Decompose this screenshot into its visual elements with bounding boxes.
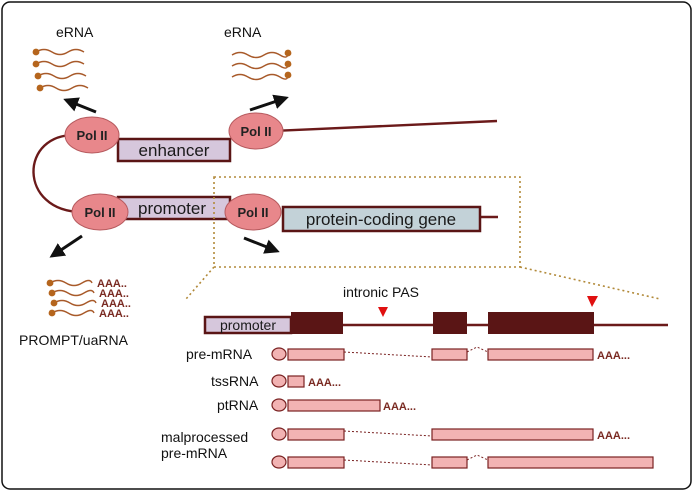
- exon-1: [291, 312, 343, 334]
- prompt-polya-4: AAA..: [99, 308, 129, 320]
- row-label-tssrna: tssRNA: [211, 373, 259, 389]
- arrow-erna-right: [249, 94, 289, 112]
- prompt-polya-3: AAA..: [101, 298, 131, 310]
- prompt-uarna-label: PROMPT/uaRNA: [19, 332, 129, 348]
- pol-ii-promoter-left-label: Pol II: [84, 205, 115, 220]
- pol-ii-enhancer-left: [64, 116, 120, 154]
- arrow-sense: [243, 236, 280, 254]
- prompt-cluster: AAA.. AAA.. AAA.. AAA.. PROMPT/uaRNA: [19, 278, 131, 348]
- protein-coding-gene-box: [281, 205, 482, 233]
- zoom-line-left: [185, 266, 215, 300]
- gene-model-promoter-label: promoter: [220, 317, 276, 333]
- row-label-malprocessed-2: pre-mRNA: [161, 445, 228, 461]
- erna-left-group: eRNA: [32, 24, 97, 114]
- arrow-prompt: [49, 234, 83, 258]
- arrow-erna-left: [63, 97, 97, 114]
- polya-malprocessed: AAA...: [597, 430, 630, 442]
- prompt-polya-2: AAA..: [99, 288, 129, 300]
- erna-right-group: eRNA: [224, 24, 292, 112]
- pol-ii-promoter-left: [71, 193, 129, 231]
- polya-ptrna: AAA...: [383, 401, 416, 413]
- dna-loop: [32, 133, 83, 214]
- intronic-pas-label: intronic PAS: [343, 284, 419, 300]
- erna-left-label: eRNA: [56, 24, 94, 40]
- exon-2: [433, 312, 467, 334]
- promoter-label: promoter: [138, 199, 206, 218]
- transcript-tssrna: [271, 374, 305, 388]
- outer-frame: [1, 1, 692, 490]
- enhancer-box: [116, 137, 232, 163]
- pol-ii-promoter-right-label: Pol II: [237, 205, 268, 220]
- pas-marker-intronic: [378, 307, 388, 317]
- prompt-polya-1: AAA..: [97, 278, 127, 290]
- dna-upper-strand: [249, 119, 498, 134]
- transcript-ptrna: [271, 398, 381, 412]
- pol-ii-promoter-right: [224, 193, 282, 231]
- pol-ii-enhancer-right-label: Pol II: [240, 124, 271, 139]
- zoom-line-right: [519, 266, 661, 300]
- row-label-ptrna: ptRNA: [217, 397, 259, 413]
- pas-marker-terminal: [587, 296, 598, 307]
- protein-coding-gene-label: protein-coding gene: [306, 210, 456, 229]
- exon-3: [488, 312, 594, 334]
- polya-pre-mrna: AAA...: [597, 350, 630, 362]
- row-label-malprocessed: malprocessed: [161, 429, 248, 445]
- pol-ii-enhancer-right: [228, 112, 284, 150]
- transcript-pre-mrna: [271, 346, 594, 361]
- row-label-pre-mrna: pre-mRNA: [186, 346, 253, 362]
- transcript-malprocessed-1: [271, 427, 594, 441]
- zoom-region-box: [213, 176, 521, 268]
- erna-right-label: eRNA: [224, 24, 262, 40]
- pol-ii-enhancer-left-label: Pol II: [76, 128, 107, 143]
- enhancer-label: enhancer: [139, 141, 210, 160]
- transcript-malprocessed-2: [271, 454, 654, 469]
- polya-tssrna: AAA...: [308, 377, 341, 389]
